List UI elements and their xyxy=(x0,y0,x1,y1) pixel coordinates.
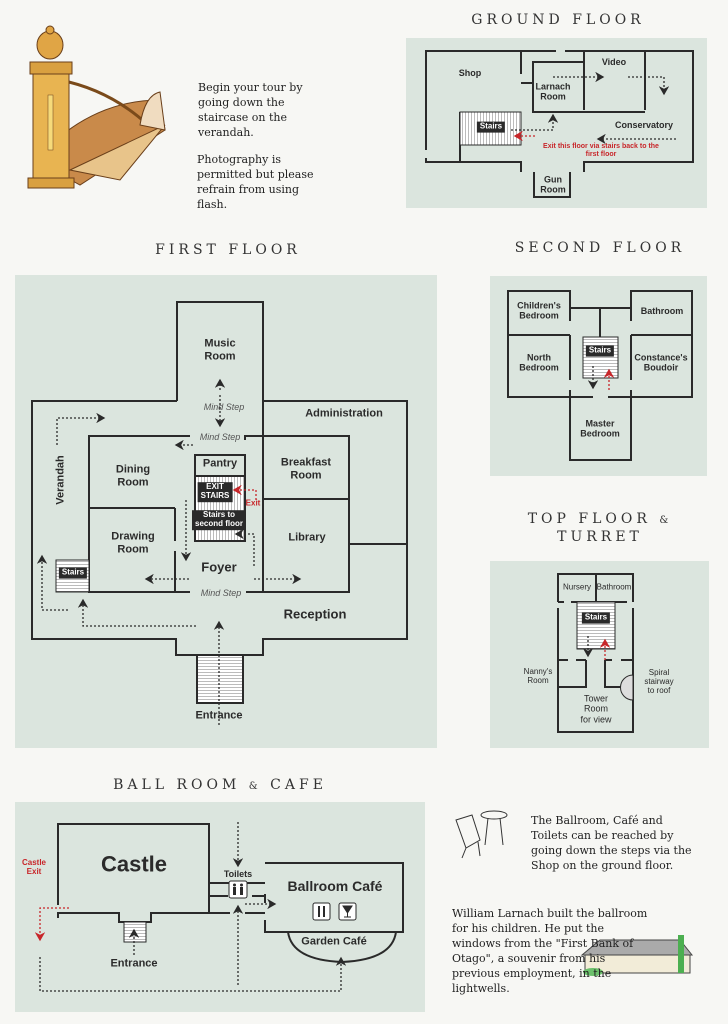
cutlery-icon xyxy=(312,902,331,921)
castle-exit-label: Castle Exit xyxy=(21,857,47,876)
spiral-stair-shape xyxy=(620,674,634,701)
ballroom-panel xyxy=(15,802,425,1012)
chair-table-illustration xyxy=(455,810,508,859)
room-larnach: Larnach Room xyxy=(535,81,571,102)
first-exit-label: Exit xyxy=(245,498,261,508)
room-drawing: Drawing Room xyxy=(111,530,155,555)
room-bathroom-top: Bathroom xyxy=(596,582,632,592)
top-floor-title-text: TOP FLOOR xyxy=(527,511,651,527)
exit-stairs-label: EXIT STAIRS xyxy=(197,482,233,502)
second-floor-title: SECOND FLOOR xyxy=(514,240,686,256)
room-master-bedroom: Master Bedroom xyxy=(580,418,620,439)
cafe-title-text: CAFE xyxy=(270,777,327,793)
ampersand: & xyxy=(248,781,262,792)
room-music: Music Room xyxy=(204,337,236,362)
room-breakfast: Breakfast Room xyxy=(280,456,332,481)
first-floor-route-arrows xyxy=(36,378,302,725)
room-reception: Reception xyxy=(283,606,347,622)
mind-step-music: Mind Step xyxy=(203,401,245,412)
room-gun: Gun Room xyxy=(540,174,566,195)
first-exit-arrow xyxy=(232,484,257,500)
room-dining: Dining Room xyxy=(115,463,151,488)
ground-stairs-label: Stairs xyxy=(476,121,506,133)
castle-entrance-steps xyxy=(123,921,147,943)
toilets-icon xyxy=(228,880,248,899)
ground-exit-note: Exit this floor via stairs back to the f… xyxy=(543,142,659,158)
ballroom-route-arrows xyxy=(39,822,347,992)
room-constances-boudoir: Constance's Boudoir xyxy=(634,352,688,373)
toilets-label: Toilets xyxy=(223,868,253,879)
room-tower: Tower Room for view xyxy=(580,693,612,725)
staircase-illustration xyxy=(27,25,166,189)
ballroom-title-text: BALL ROOM xyxy=(113,777,241,793)
room-nursery: Nursery xyxy=(562,582,592,592)
verandah-stairs-label: Stairs xyxy=(58,567,88,579)
castle-exit-arrow xyxy=(34,907,69,942)
room-bathroom-second: Bathroom xyxy=(640,305,684,316)
ground-floor-panel xyxy=(406,38,707,208)
top-stairs-label: Stairs xyxy=(581,612,611,624)
ground-floor-walls xyxy=(425,50,694,198)
first-entrance-label: Entrance xyxy=(195,709,243,722)
room-north-bedroom: North Bedroom xyxy=(519,352,559,373)
top-floor-title: TOP FLOOR & xyxy=(528,511,673,527)
turret-title: TURRET xyxy=(557,529,643,545)
ballroom-access-note: The Ballroom, Café and Toilets can be re… xyxy=(531,814,692,872)
room-foyer: Foyer xyxy=(201,559,237,575)
room-video: Video xyxy=(601,56,627,67)
ballroom-title: BALL ROOM & CAFE xyxy=(113,777,327,793)
top-floor-panel xyxy=(490,561,709,748)
room-library: Library xyxy=(288,531,326,544)
room-administration: Administration xyxy=(305,407,383,420)
room-shop: Shop xyxy=(458,67,482,78)
first-floor-title: FIRST FLOOR xyxy=(155,242,301,258)
second-floor-walls xyxy=(507,290,693,461)
garden-cafe-label: Garden Café xyxy=(301,935,367,948)
mind-step-foyer: Mind Step xyxy=(200,587,242,598)
ballroom-entrance-label: Entrance xyxy=(110,957,158,970)
top-stairs-shape xyxy=(576,601,616,650)
ballroom-building-illustration xyxy=(580,935,694,976)
room-childrens-bedroom: Children's Bedroom xyxy=(517,300,561,321)
photography-note: Photography is permitted but please refr… xyxy=(197,153,314,211)
entrance-steps-shape xyxy=(196,654,244,704)
stairs-to-second-label: Stairs to second floor xyxy=(191,510,247,530)
tour-start-note: Begin your tour by going down the stairc… xyxy=(198,81,303,139)
wine-glass-icon xyxy=(338,902,357,921)
castle-label: Castle xyxy=(100,851,168,877)
ballroom-history-note: William Larnach built the ballroom for h… xyxy=(452,907,648,995)
ampersand: & xyxy=(659,515,673,526)
ballroom-cafe-label: Ballroom Café xyxy=(287,877,383,894)
ground-floor-title: GROUND FLOOR xyxy=(471,12,645,28)
second-stairs-shape xyxy=(582,336,619,379)
room-conservatory: Conservatory xyxy=(614,119,674,130)
room-verandah: Verandah xyxy=(54,455,67,505)
ground-floor-route-arrows xyxy=(511,71,676,145)
room-nannys: Nanny's Room xyxy=(523,666,553,685)
spiral-stairway-label: Spiral stairway to roof xyxy=(644,668,674,696)
room-pantry: Pantry xyxy=(202,457,238,470)
mind-step-hall: Mind Step xyxy=(199,431,241,442)
second-stairs-label: Stairs xyxy=(585,345,615,357)
